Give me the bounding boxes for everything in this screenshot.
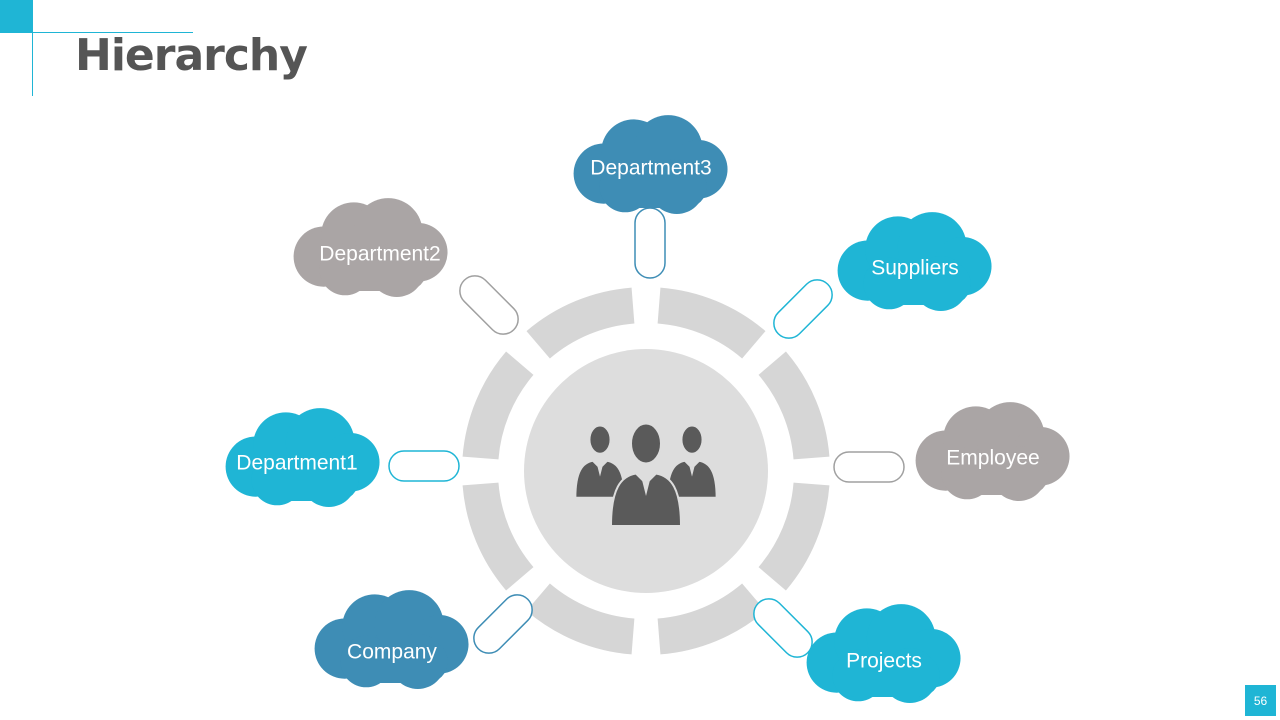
person-tie-icon [642, 481, 650, 496]
cloud-label-department2: Department2 [319, 243, 440, 266]
cloud-label-department1: Department1 [236, 452, 357, 475]
ring-segment [657, 287, 766, 359]
connectors [388, 207, 905, 658]
cloud-label-department3: Department3 [590, 157, 711, 180]
page-number: 56 [1245, 685, 1276, 716]
cloud-department1: Department1 [225, 408, 380, 508]
people-group-icon [574, 422, 718, 527]
cloud-department3: Department3 [573, 115, 728, 215]
ring-segment [526, 583, 635, 655]
ring-segment [462, 482, 534, 591]
person-body-icon [609, 472, 683, 527]
cloud-suppliers: Suppliers [837, 212, 992, 312]
connector-department2 [459, 275, 519, 335]
hub-circle [524, 349, 768, 593]
ring-segment [758, 482, 830, 591]
person-tie-icon [689, 466, 695, 477]
connector-projects [753, 598, 813, 658]
cloud-company: Company [314, 590, 469, 690]
person-tie-icon [597, 466, 603, 477]
slide-title: Hierarchy [75, 30, 308, 81]
ring-segment [758, 351, 830, 460]
connector-suppliers [773, 279, 833, 339]
ring-segment [462, 351, 534, 460]
ring-segment [657, 583, 766, 655]
corner-accent-square [0, 0, 33, 33]
cloud-label-employee: Employee [946, 447, 1039, 470]
corner-accent-line-vertical [32, 33, 33, 96]
connector-employee [833, 451, 905, 483]
cloud-label-company: Company [347, 641, 437, 664]
connector-company [473, 594, 533, 654]
segmented-ring [462, 287, 830, 655]
cloud-projects: Projects [806, 604, 961, 704]
cloud-employee: Employee [915, 402, 1070, 502]
corner-accent-line-horizontal [33, 32, 193, 33]
connector-department3 [634, 207, 666, 279]
person-body-icon [666, 459, 718, 499]
cloud-label-projects: Projects [846, 650, 922, 673]
connector-department1 [388, 450, 460, 482]
person-head-icon [680, 424, 704, 455]
cloud-label-suppliers: Suppliers [871, 257, 959, 280]
person-head-icon [630, 422, 662, 465]
cloud-department2: Department2 [293, 198, 448, 298]
ring-segment [526, 287, 635, 359]
person-head-icon [588, 424, 612, 455]
